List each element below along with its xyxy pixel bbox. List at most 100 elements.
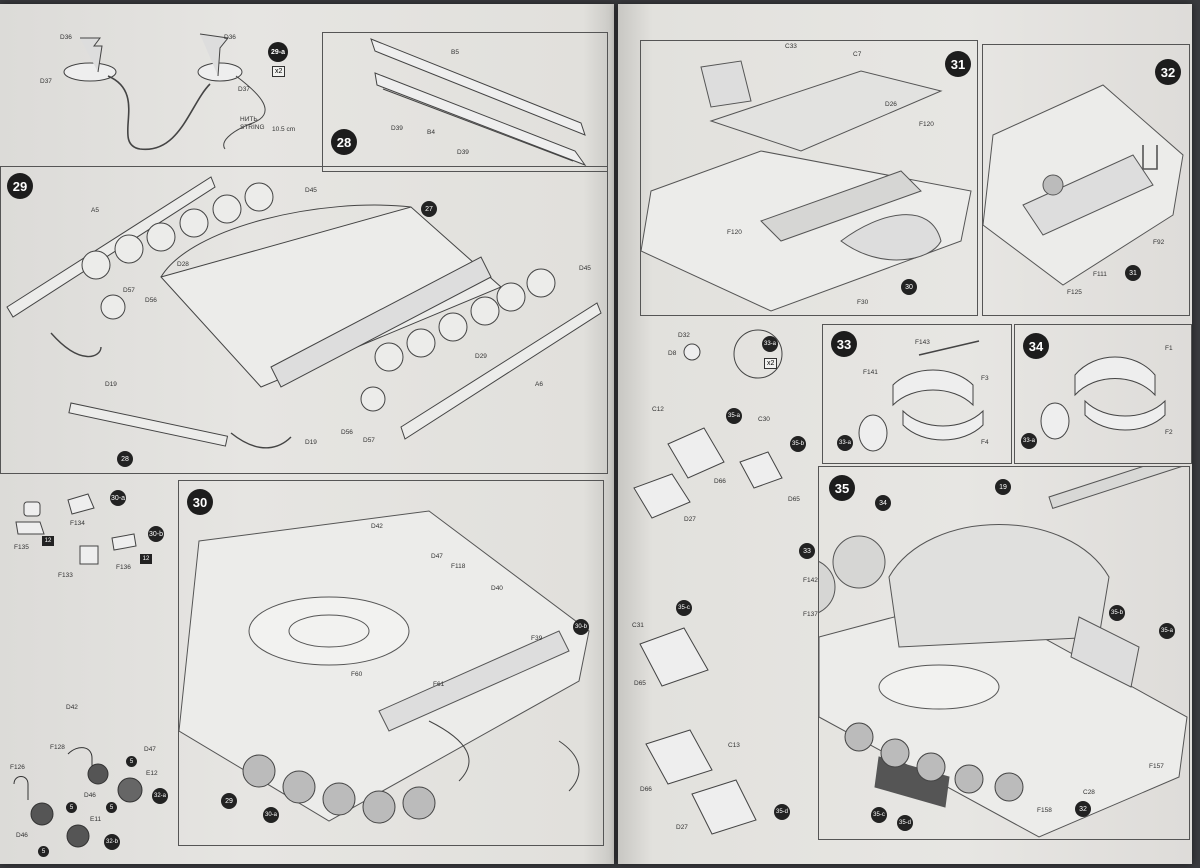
step-34-panel: 34 F1 F2 33-a <box>1014 324 1192 464</box>
callout-30b: 30-b <box>573 619 589 635</box>
step-33-panel: 33 F143 F141 F3 F4 33-a <box>822 324 1012 464</box>
part-label: D27 <box>684 516 696 523</box>
part-label: D42 <box>371 523 383 530</box>
part-label: D65 <box>788 496 800 503</box>
part-label: F118 <box>451 563 466 570</box>
step-30-badge: 30 <box>187 489 213 515</box>
paint-code-marker: 5 <box>66 802 77 813</box>
sub-assembly-33a-drawing <box>683 329 783 379</box>
step-35-panel: 35 19 34 33 F137 F142 F157 C28 F158 <box>799 466 1190 840</box>
fender-drawing <box>370 38 587 167</box>
part-label: D19 <box>305 439 317 446</box>
part-label: D39 <box>457 149 469 156</box>
part-label: D37 <box>40 78 52 85</box>
step-35d-badge: 35-d <box>774 804 790 820</box>
sub-assembly-30ab-drawing <box>15 493 137 565</box>
part-label: D27 <box>676 824 688 831</box>
step-33-badge: 33 <box>831 331 857 357</box>
part-label: B4 <box>427 129 435 136</box>
part-label: E11 <box>90 816 102 823</box>
callout-33: 33 <box>799 543 815 559</box>
string-note-ru: НИТЬ <box>240 116 258 123</box>
part-label: D57 <box>123 287 135 294</box>
part-label: F111 <box>1093 271 1107 278</box>
string-part-drawing <box>63 33 266 150</box>
part-label: F133 <box>58 572 73 579</box>
part-label: D26 <box>885 101 897 108</box>
paint-code-marker: 12 <box>42 536 54 546</box>
part-label: E12 <box>146 770 158 777</box>
part-label: F141 <box>863 369 878 376</box>
part-label: D39 <box>391 125 403 132</box>
part-label: D19 <box>105 381 117 388</box>
engine-deck-drawing <box>641 60 972 312</box>
part-label: F134 <box>70 520 85 527</box>
part-label: F61 <box>433 681 445 688</box>
callout-30a: 30-a <box>263 807 279 823</box>
part-label: F92 <box>1153 239 1165 246</box>
sub-assembly-32ab-drawing <box>13 747 143 848</box>
callout-33a: 33-a <box>1021 433 1037 449</box>
part-label: F1 <box>1165 345 1173 352</box>
part-label: F142 <box>803 577 818 584</box>
step-30-panel: 30 D42 D47 F118 D40 F39 30-b F60 F61 29 … <box>178 480 604 846</box>
right-instruction-page: 31 C33 C7 D26 F120 F120 F30 30 32 <box>618 4 1192 864</box>
full-tank-drawing <box>819 467 1189 838</box>
step-32a-badge: 32-a <box>152 788 168 804</box>
paint-code-marker: 12 <box>140 554 152 564</box>
hull-running-gear-drawing <box>6 176 602 449</box>
multiplier-badge: x2 <box>272 66 286 77</box>
part-label: F39 <box>531 635 543 642</box>
callout-29: 29 <box>221 793 237 809</box>
callout-28: 28 <box>117 451 133 467</box>
part-label: D45 <box>579 265 591 272</box>
part-label: D65 <box>634 680 646 687</box>
part-label: F125 <box>1067 289 1082 296</box>
part-label: C28 <box>1083 789 1095 796</box>
step-34-badge: 34 <box>1023 333 1049 359</box>
part-label: D37 <box>238 86 250 93</box>
part-label: C13 <box>728 742 740 749</box>
part-label: F136 <box>116 564 131 571</box>
part-label: F135 <box>14 544 29 551</box>
step-35-badge: 35 <box>829 475 855 501</box>
callout-32: 32 <box>1075 801 1091 817</box>
part-label: D32 <box>678 332 690 339</box>
part-label: F120 <box>919 121 934 128</box>
part-label: F120 <box>727 229 742 236</box>
part-label: F2 <box>1165 429 1173 436</box>
callout-19: 19 <box>995 479 1011 495</box>
part-label: D28 <box>177 261 189 268</box>
part-label: F157 <box>1149 763 1164 770</box>
callout-27: 27 <box>421 201 437 217</box>
part-label: A5 <box>91 207 99 214</box>
part-label: F128 <box>50 744 65 751</box>
callout-35c: 35-c <box>871 807 887 823</box>
part-label: C33 <box>785 43 797 50</box>
part-label: D66 <box>714 478 726 485</box>
callout-35b: 35-b <box>1109 605 1125 621</box>
hull-upper-deck-drawing <box>179 510 590 824</box>
step-35b-badge: 35-b <box>790 436 806 452</box>
part-label: D36 <box>60 34 72 41</box>
part-label: C12 <box>652 406 664 413</box>
step-30a-badge: 30-a <box>110 490 126 506</box>
step-29-panel: 29 A5 D45 27 D28 D57 <box>0 166 608 474</box>
step-32-panel: 32 F92 F111 F125 31 <box>982 44 1190 316</box>
step-35a-badge: 35-a <box>726 408 742 424</box>
part-label: D46 <box>84 792 96 799</box>
drum-assembly-drawing <box>858 340 984 452</box>
part-label: C30 <box>758 416 770 423</box>
step-31-badge: 31 <box>945 51 971 77</box>
part-label: C7 <box>853 51 862 58</box>
part-label: D46 <box>16 832 28 839</box>
callout-31: 31 <box>1125 265 1141 281</box>
callout-35d: 35-d <box>897 815 913 831</box>
part-label: D40 <box>491 585 503 592</box>
part-label: D29 <box>475 353 487 360</box>
callout-30: 30 <box>901 279 917 295</box>
part-label: D57 <box>363 437 375 444</box>
part-label: F3 <box>981 375 989 382</box>
part-label: F158 <box>1037 807 1052 814</box>
paint-code-marker: 5 <box>126 756 137 767</box>
